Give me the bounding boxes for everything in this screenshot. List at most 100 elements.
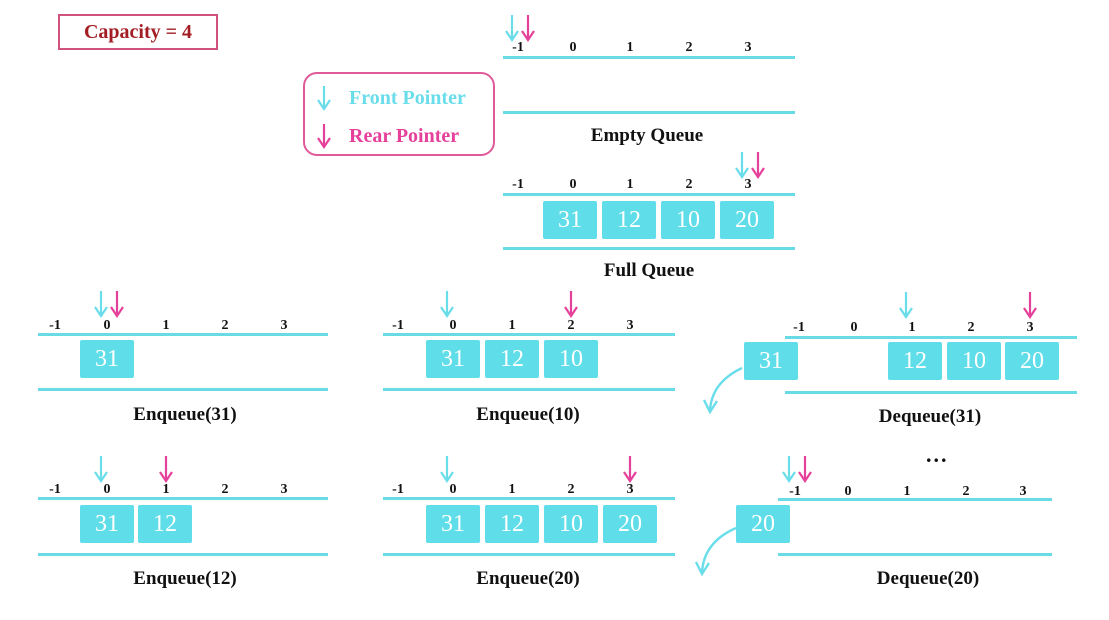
index-label: -1 [512, 177, 524, 192]
rear-pointer-arrow-icon [521, 15, 535, 42]
index-label: 1 [162, 318, 170, 333]
index-label: 3 [626, 318, 634, 333]
index-label: 0 [844, 484, 852, 499]
queue-bottom-line [383, 388, 675, 391]
index-label: 0 [103, 318, 111, 333]
rear-pointer-arrow-icon [751, 152, 765, 179]
queue-bottom-line [383, 553, 675, 556]
index-label: 3 [280, 318, 288, 333]
queue-cell: 20 [720, 201, 774, 239]
dequeued-cell: 31 [744, 342, 798, 380]
panel-caption: Enqueue(20) [476, 568, 580, 589]
index-label: 0 [850, 320, 858, 335]
index-label: 1 [903, 484, 911, 499]
panel-caption: Dequeue(31) [878, 406, 982, 427]
dequeue-31-curve-arrow [708, 366, 743, 411]
index-label: -1 [789, 484, 801, 499]
panel-caption: Enqueue(31) [133, 404, 237, 425]
index-label: 0 [569, 177, 577, 192]
legend-front-row: Front Pointer [317, 86, 466, 111]
rear-pointer-arrow-icon [1023, 292, 1037, 319]
index-label: -1 [49, 318, 61, 333]
index-label: 3 [1026, 320, 1034, 335]
index-label: 0 [449, 482, 457, 497]
index-label: 3 [744, 40, 752, 55]
pointer-legend: Front Pointer Rear Pointer [303, 72, 495, 156]
index-label: -1 [793, 320, 805, 335]
index-label: 2 [967, 320, 975, 335]
legend-rear-row: Rear Pointer [317, 124, 460, 149]
ellipsis: ... [926, 442, 949, 467]
queue-top-line [38, 333, 328, 336]
panel-caption: Dequeue(20) [876, 568, 980, 589]
queue-cell: 31 [80, 340, 134, 378]
index-label: 1 [908, 320, 916, 335]
dequeued-cell: 20 [736, 505, 790, 543]
index-label: 0 [569, 40, 577, 55]
queue-top-line [503, 56, 795, 59]
queue-bottom-line [778, 553, 1052, 556]
rear-arrow-icon [317, 124, 331, 149]
front-pointer-arrow-icon [899, 292, 913, 319]
capacity-label: Capacity = 4 [58, 14, 218, 50]
front-pointer-arrow-icon [440, 456, 454, 483]
queue-bottom-line [38, 553, 328, 556]
queue-cell: 12 [602, 201, 656, 239]
index-label: 1 [626, 40, 634, 55]
rear-pointer-arrow-icon [159, 456, 173, 483]
front-pointer-arrow-icon [94, 456, 108, 483]
queue-bottom-line [38, 388, 328, 391]
panel-caption: Enqueue(12) [133, 568, 237, 589]
front-arrow-icon [317, 86, 331, 111]
legend-rear-label: Rear Pointer [349, 124, 460, 147]
index-label: 2 [685, 40, 693, 55]
index-label: 0 [449, 318, 457, 333]
index-label: -1 [49, 482, 61, 497]
index-label: 3 [626, 482, 634, 497]
index-label: 1 [508, 482, 516, 497]
queue-cell: 31 [426, 340, 480, 378]
queue-cell: 20 [1005, 342, 1059, 380]
index-label: 0 [103, 482, 111, 497]
queue-top-line [503, 193, 795, 196]
index-label: 3 [1019, 484, 1027, 499]
queue-cell: 31 [426, 505, 480, 543]
index-label: -1 [392, 318, 404, 333]
front-pointer-arrow-icon [735, 152, 749, 179]
queue-cell: 12 [888, 342, 942, 380]
queue-top-line [778, 498, 1052, 501]
queue-cell: 20 [603, 505, 657, 543]
panel-caption: Full Queue [603, 260, 695, 281]
index-label: 1 [508, 318, 516, 333]
queue-cell: 10 [544, 340, 598, 378]
queue-cell: 12 [485, 340, 539, 378]
panel-caption: Enqueue(10) [476, 404, 580, 425]
queue-bottom-line [503, 247, 795, 250]
queue-top-line [383, 497, 675, 500]
queue-cell: 12 [485, 505, 539, 543]
queue-cell: 31 [543, 201, 597, 239]
index-label: 2 [685, 177, 693, 192]
queue-cell: 10 [947, 342, 1001, 380]
index-label: 2 [962, 484, 970, 499]
dequeue-20-curve-arrow [700, 526, 737, 573]
rear-pointer-arrow-icon [564, 291, 578, 318]
index-label: 2 [567, 482, 575, 497]
queue-cell: 12 [138, 505, 192, 543]
index-label: -1 [512, 40, 524, 55]
queue-cell: 31 [80, 505, 134, 543]
queue-bottom-line [785, 391, 1077, 394]
queue-cell: 10 [661, 201, 715, 239]
index-label: 1 [626, 177, 634, 192]
index-label: -1 [392, 482, 404, 497]
front-pointer-arrow-icon [440, 291, 454, 318]
legend-front-label: Front Pointer [349, 86, 466, 109]
rear-pointer-arrow-icon [798, 456, 812, 483]
rear-pointer-arrow-icon [110, 291, 124, 318]
queue-cell: 10 [544, 505, 598, 543]
panel-caption: Empty Queue [590, 125, 704, 146]
index-label: 1 [162, 482, 170, 497]
queue-top-line [383, 333, 675, 336]
dequeue-31-arrowhead [702, 399, 719, 415]
dequeue-20-arrowhead [694, 561, 711, 577]
